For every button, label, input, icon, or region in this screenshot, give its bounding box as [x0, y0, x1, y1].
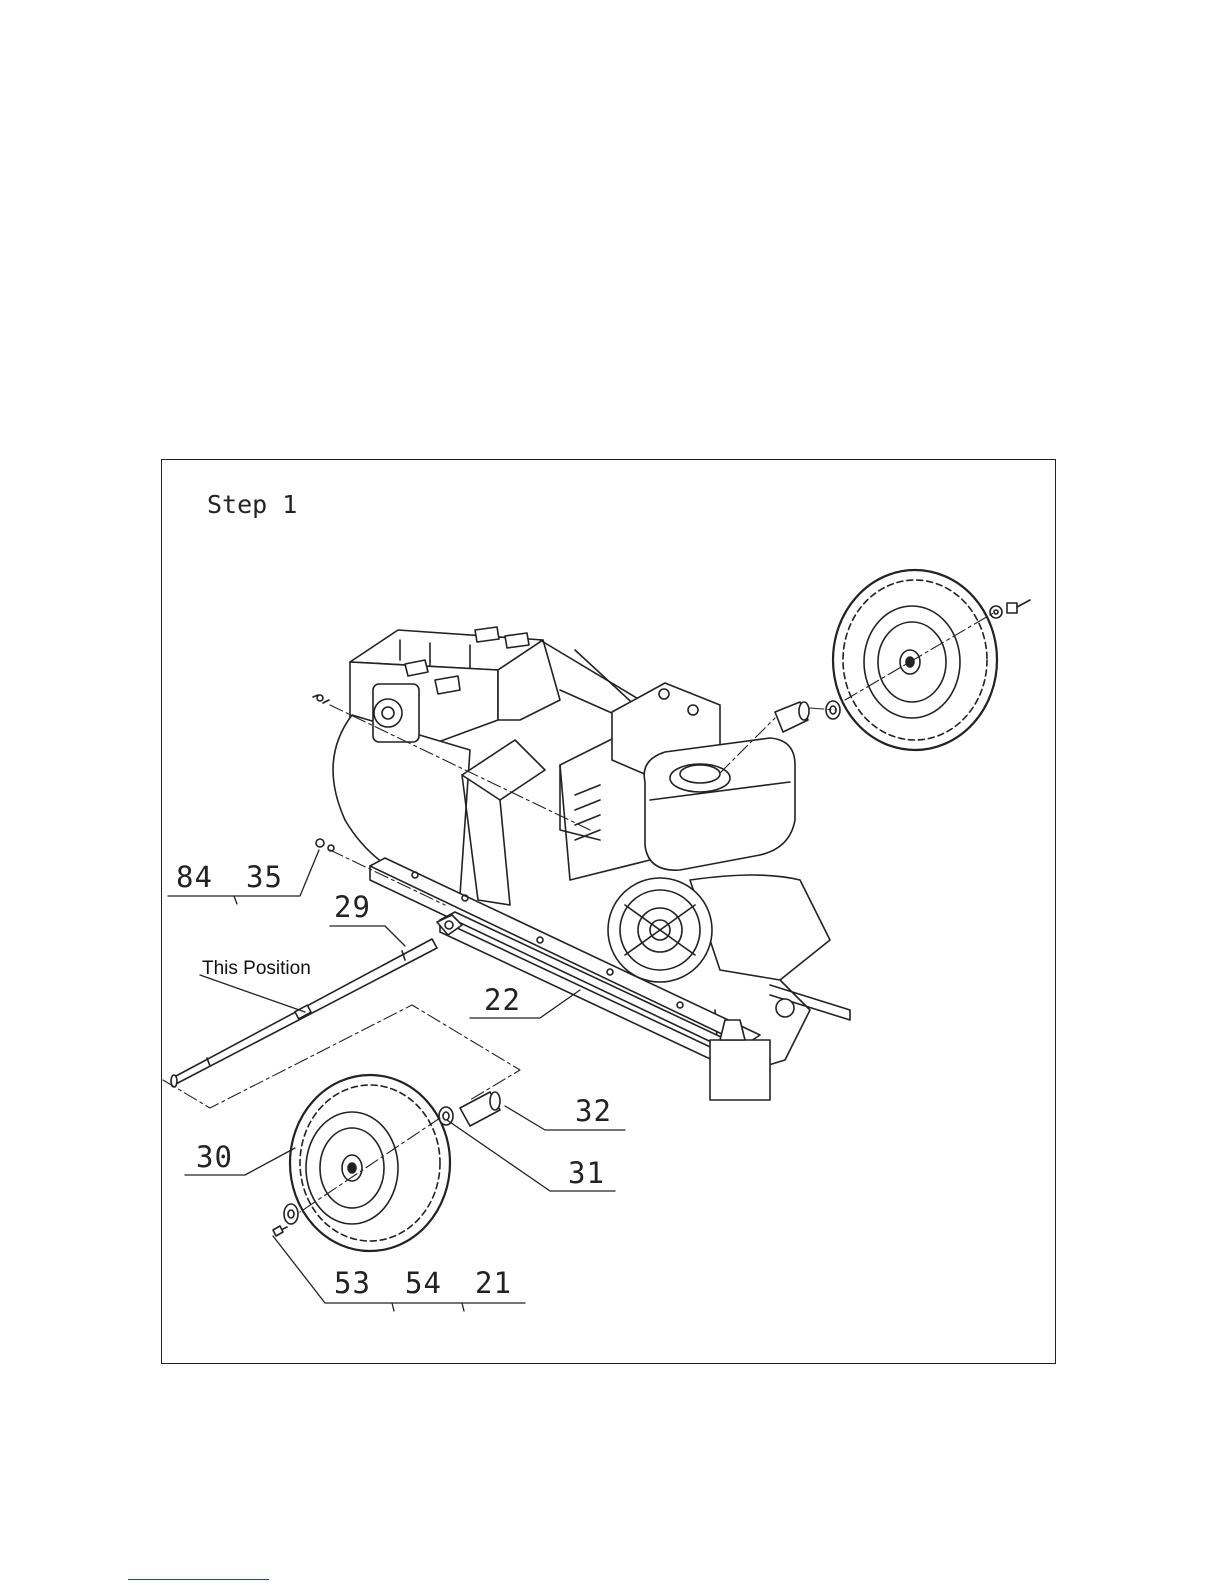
bearing-housing — [373, 684, 419, 742]
callout-30: 30 — [196, 1140, 233, 1174]
bottom-link-underline[interactable] — [128, 1579, 269, 1580]
callout-29: 29 — [334, 890, 371, 924]
callout-84: 84 — [176, 860, 213, 894]
callout-32: 32 — [575, 1094, 612, 1128]
callout-31: 31 — [568, 1156, 605, 1190]
callout-54: 54 — [405, 1266, 442, 1300]
callout-21: 21 — [475, 1266, 512, 1300]
callout-35: 35 — [246, 860, 283, 894]
rear-wheel — [833, 570, 997, 750]
position-label: This Position — [202, 958, 311, 980]
housing-bolts — [313, 695, 334, 851]
callout-53: 53 — [334, 1266, 371, 1300]
callout-22: 22 — [484, 983, 521, 1017]
front-wheel — [290, 1075, 450, 1251]
